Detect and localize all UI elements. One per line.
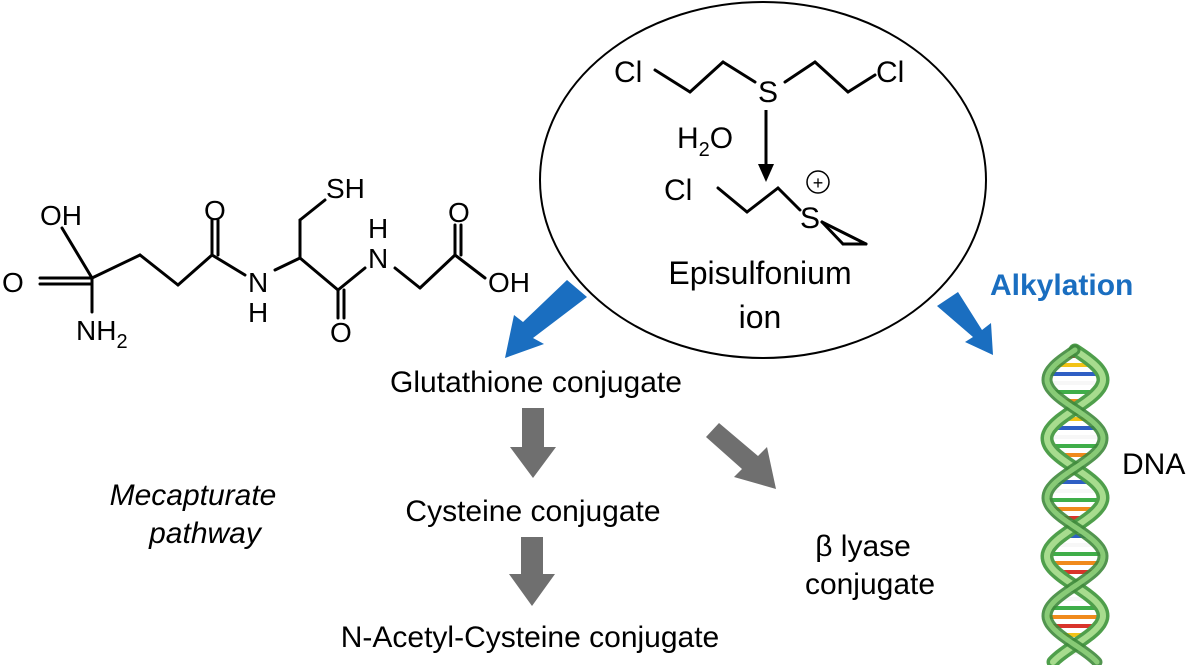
- nh-right-n-label: N: [368, 243, 388, 274]
- nh-right-h-label: H: [368, 213, 388, 244]
- nh2-label: NH2: [76, 315, 128, 353]
- episulfonium-ellipse: [539, 1, 987, 359]
- o-amide-top-label: O: [204, 195, 226, 226]
- glutathione-labels: OH O O SH N H H N O OH O NH2: [2, 173, 530, 353]
- mustard-labels: Cl S Cl H2O Cl S: [614, 56, 904, 235]
- mercapturate-label-line2: pathway: [148, 517, 263, 550]
- s-label: S: [758, 76, 778, 109]
- nh-left-h-label: H: [248, 297, 268, 328]
- cl-ion-label: Cl: [664, 174, 692, 207]
- positive-charge-icon: +: [806, 170, 830, 194]
- cl-left-label: Cl: [614, 56, 642, 89]
- episulfonium-label-line2: ion: [739, 299, 782, 335]
- mustard-arrow: [758, 110, 774, 182]
- mercapturate-labels: Mecapturate pathway: [110, 479, 277, 550]
- oh-right-label: OH: [488, 267, 530, 298]
- oh-top-label: OH: [40, 200, 82, 231]
- blue-arrow-left: [505, 280, 587, 358]
- pathway-labels: Glutathione conjugate Cysteine conjugate…: [341, 366, 935, 654]
- s-ion-label: S: [800, 202, 820, 235]
- cl-right-label: Cl: [876, 56, 904, 89]
- o-amide-bottom-label: O: [330, 317, 352, 348]
- glutathione-conjugate-label: Glutathione conjugate: [390, 366, 682, 399]
- mustard-structure: [653, 60, 877, 246]
- nh-left-n-label: N: [248, 267, 268, 298]
- dna-label: DNA: [1122, 448, 1185, 481]
- plus-label: +: [813, 173, 824, 193]
- blue-arrow-right: [937, 292, 993, 355]
- o-right-top-label: O: [448, 197, 470, 228]
- gray-arrow-down-2: [509, 537, 555, 606]
- gray-arrow-down-1: [510, 408, 556, 478]
- episulfonium-label-line1: Episulfonium: [668, 255, 851, 291]
- glutathione-structure: [38, 198, 487, 320]
- water-label: H2O: [677, 122, 733, 161]
- mercapturate-label-line1: Mecapturate: [110, 479, 277, 512]
- gray-arrow-diagonal: [706, 423, 776, 489]
- nac-conjugate-label: N-Acetyl-Cysteine conjugate: [341, 621, 720, 654]
- sh-label: SH: [326, 173, 365, 204]
- alkylation-label: Alkylation: [990, 269, 1133, 302]
- cysteine-conjugate-label: Cysteine conjugate: [405, 495, 660, 528]
- dna-helix-icon: [1040, 343, 1110, 665]
- o-left-label: O: [2, 267, 24, 298]
- beta-lyase-label-line1: β lyase: [815, 530, 911, 563]
- beta-lyase-label-line2: conjugate: [805, 568, 935, 601]
